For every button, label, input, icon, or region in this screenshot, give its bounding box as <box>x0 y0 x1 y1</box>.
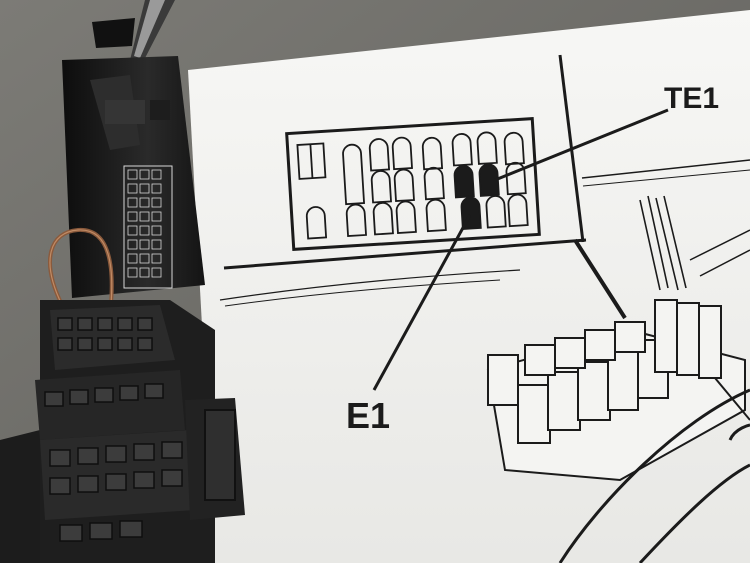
callout-label-te1: TE1 <box>664 82 720 115</box>
relay-box-drawing <box>486 195 750 482</box>
fuse-slots <box>296 131 529 240</box>
te1-leader-line <box>494 108 669 182</box>
fuse-block <box>0 300 245 563</box>
fuse-panel-drawing <box>285 117 541 251</box>
fuse-legend-label <box>123 165 173 289</box>
callout-label-e1: E1 <box>346 395 391 436</box>
e1-leader-line <box>372 214 472 391</box>
screwdriver <box>130 0 175 62</box>
paper-diagram <box>188 10 750 563</box>
